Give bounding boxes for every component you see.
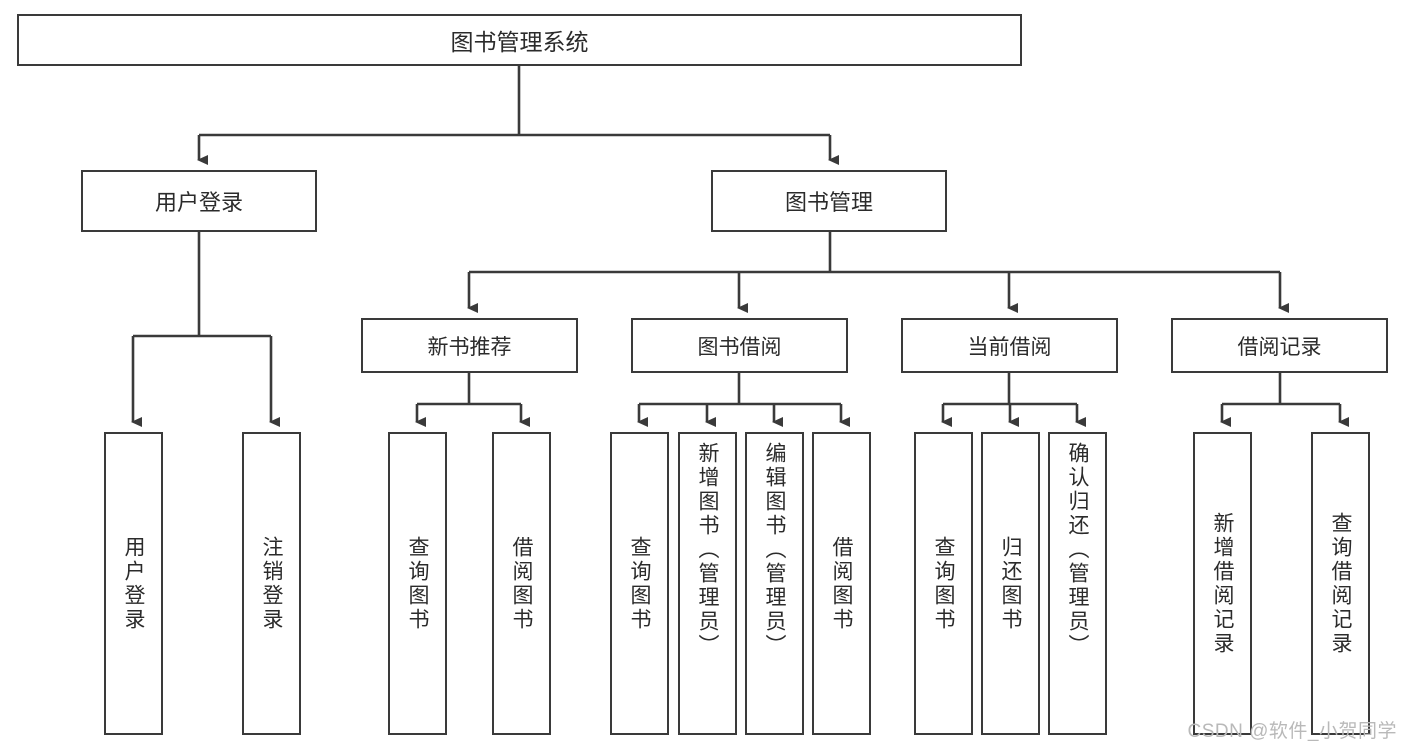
node-label: 图书管理 xyxy=(784,190,873,215)
node-label: 用户登录 xyxy=(122,535,145,632)
leaf-confirm-return-admin[interactable]: 确认归还（管理员） xyxy=(1048,432,1107,735)
node-label: 注销登录 xyxy=(260,535,283,632)
leaf-borrow-book-recommend[interactable]: 借阅图书 xyxy=(492,432,551,735)
node-label: 借阅图书 xyxy=(830,535,853,632)
node-book-borrow[interactable]: 图书借阅 xyxy=(631,318,848,373)
leaf-add-book-admin[interactable]: 新增图书（管理员） xyxy=(678,432,737,735)
node-label: 用户登录 xyxy=(154,190,243,215)
node-borrow-record[interactable]: 借阅记录 xyxy=(1171,318,1388,373)
leaf-query-book-recommend[interactable]: 查询图书 xyxy=(388,432,447,735)
node-label: 新书推荐 xyxy=(427,335,512,359)
node-new-book-recommend[interactable]: 新书推荐 xyxy=(361,318,578,373)
leaf-user-logout[interactable]: 注销登录 xyxy=(242,432,301,735)
leaf-add-borrow-record[interactable]: 新增借阅记录 xyxy=(1193,432,1252,735)
leaf-query-book-current[interactable]: 查询图书 xyxy=(914,432,973,735)
node-label: 编辑图书（管理员） xyxy=(763,442,786,658)
node-label: 图书借阅 xyxy=(697,335,782,359)
node-book-management[interactable]: 图书管理 xyxy=(711,170,947,232)
leaf-edit-book-admin[interactable]: 编辑图书（管理员） xyxy=(745,432,804,735)
node-user-login[interactable]: 用户登录 xyxy=(81,170,317,232)
watermark-text: CSDN @软件_小贺同学 xyxy=(1187,721,1397,742)
node-current-borrow[interactable]: 当前借阅 xyxy=(901,318,1118,373)
node-label: 查询图书 xyxy=(932,535,955,632)
node-root-system[interactable]: 图书管理系统 xyxy=(17,14,1022,66)
node-label: 借阅记录 xyxy=(1237,335,1322,359)
node-label: 查询图书 xyxy=(628,535,651,632)
node-label: 新增借阅记录 xyxy=(1211,511,1234,656)
node-label: 归还图书 xyxy=(999,535,1022,632)
leaf-user-login[interactable]: 用户登录 xyxy=(104,432,163,735)
node-label: 当前借阅 xyxy=(967,335,1052,359)
leaf-query-borrow-record[interactable]: 查询借阅记录 xyxy=(1311,432,1370,735)
leaf-borrow-book[interactable]: 借阅图书 xyxy=(812,432,871,735)
node-label: 查询图书 xyxy=(406,535,429,632)
node-label: 新增图书（管理员） xyxy=(696,442,719,658)
node-label: 图书管理系统 xyxy=(450,29,589,55)
leaf-query-book-borrow[interactable]: 查询图书 xyxy=(610,432,669,735)
node-label: 借阅图书 xyxy=(510,535,533,632)
node-label: 查询借阅记录 xyxy=(1329,511,1352,656)
leaf-return-book[interactable]: 归还图书 xyxy=(981,432,1040,735)
node-label: 确认归还（管理员） xyxy=(1066,442,1089,658)
